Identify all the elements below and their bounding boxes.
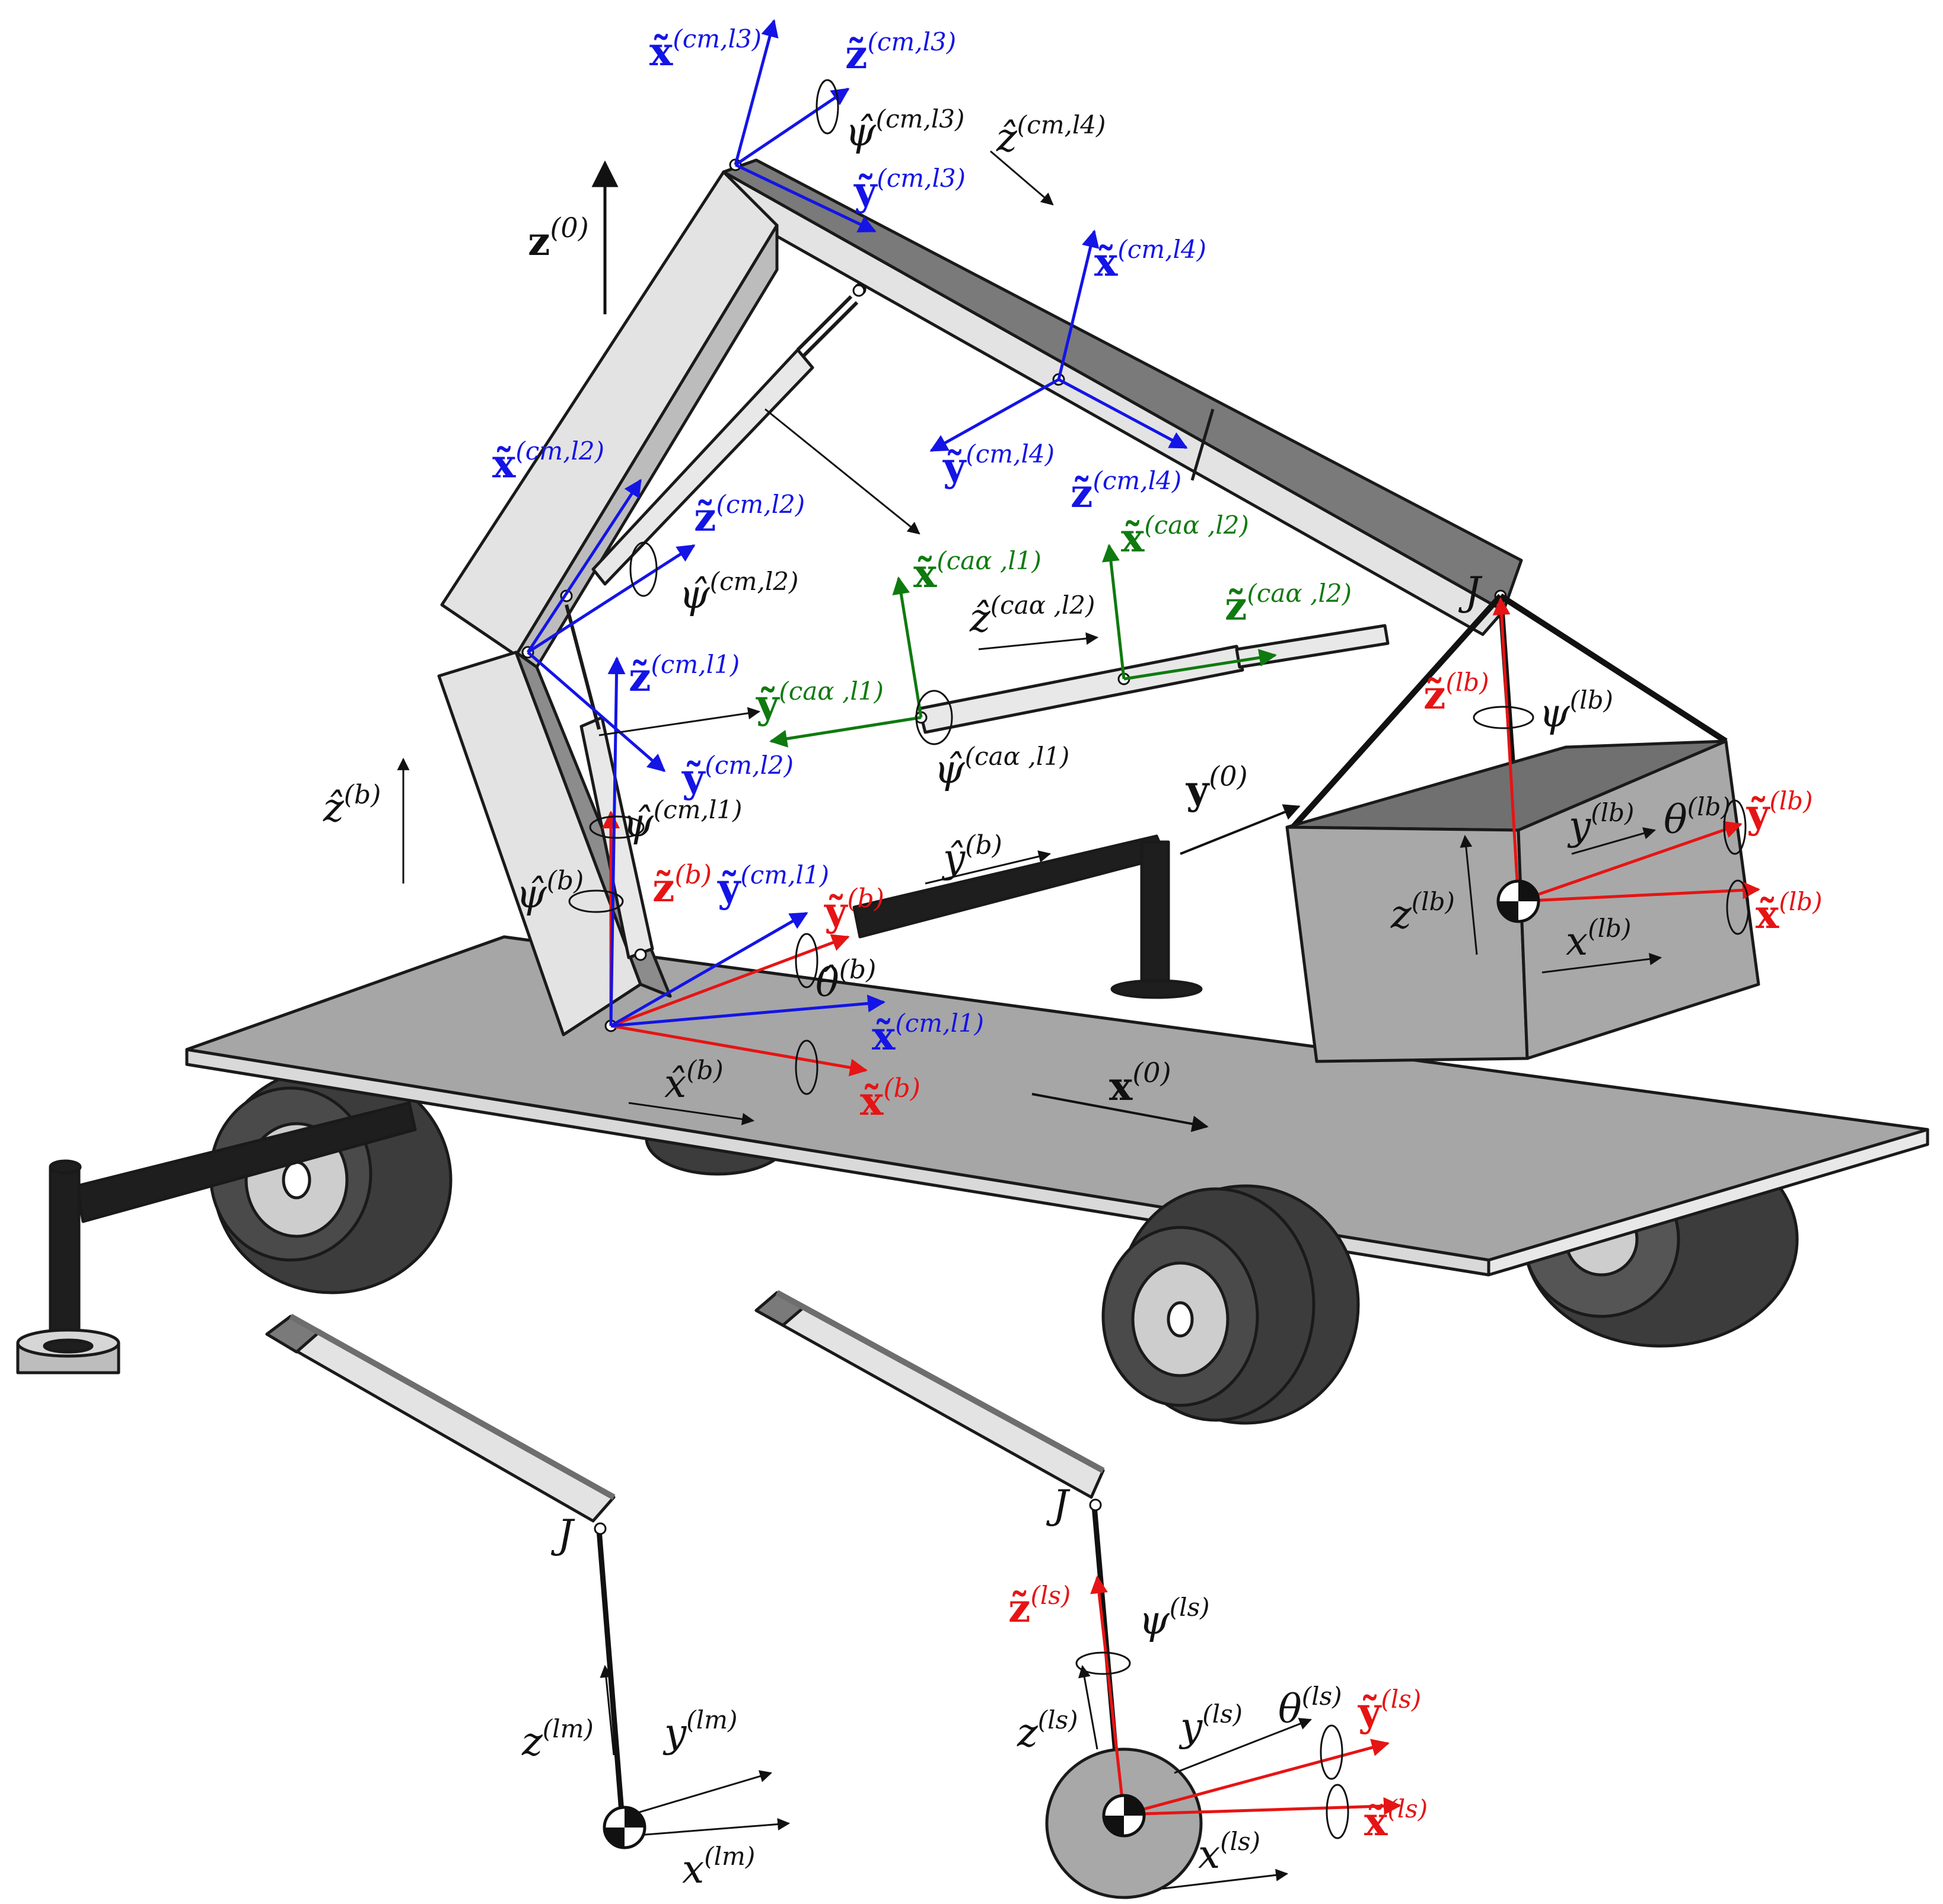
label-z-tilde-ls: z̃(ls) <box>1008 1581 1071 1631</box>
crane-actuator-l2 <box>591 283 867 586</box>
label-z-tilde-cm-l1: z̃(cm,l1) <box>629 650 740 700</box>
base-hat-axes <box>397 757 1052 1125</box>
label-y-tilde-cm-l2: ỹ(cm,l2) <box>681 751 794 801</box>
label-y-tilde-cm-l3: ỹ(cm,l3) <box>853 164 966 214</box>
label-y-hat-b: ŷ(b) <box>941 830 1002 881</box>
label-x-tilde-cm-l2: x̃(cm,l2) <box>492 436 604 487</box>
label-z0: z(0) <box>528 212 589 264</box>
label-psi-hat-cm-l1: ψ̂(cm,l1) <box>623 795 742 846</box>
crane-l1-axes <box>607 656 886 1028</box>
tow-bar <box>16 1101 417 1374</box>
label-x-tilde-lb: x̃(lb) <box>1756 887 1822 937</box>
label-z-hat-cm-l4: ẑ(cm,l4) <box>996 110 1106 161</box>
label-x0: x(0) <box>1109 1057 1171 1109</box>
label-psi-ls: ψ(ls) <box>1139 1593 1210 1643</box>
inertial-axes <box>591 160 1301 1133</box>
label-z-ls: z(ls) <box>1017 1705 1078 1756</box>
label-psi-hat-cm-l2: ψ̂(cm,l2) <box>679 567 798 617</box>
label-psi-hat-b: ψ̂(b) <box>516 866 584 917</box>
label-y-tilde-ls: ỹ(ls) <box>1358 1685 1421 1735</box>
label-z-tilde-cm-l4: z̃(cm,l4) <box>1071 466 1181 516</box>
label-psi-hat-ca-l1: ψ̂(caα ,l1) <box>934 742 1069 792</box>
label-y-lm: y(lm) <box>662 1705 737 1756</box>
label-psi-hat-cm-l3: ψ̂(cm,l3) <box>845 104 964 155</box>
crane-l3-axes <box>734 19 1054 233</box>
label-y0: y(0) <box>1186 760 1248 813</box>
label-x-lm: x(lm) <box>682 1842 755 1892</box>
crane-l2-axes <box>526 479 696 772</box>
label-x-tilde-ca-l2: x̃(caα ,l2) <box>1121 511 1249 561</box>
label-x-lb: x(lb) <box>1566 914 1631 964</box>
label-z-tilde-lb: z̃(lb) <box>1423 668 1489 718</box>
label-x-tilde-cm-l4: x̃(cm,l4) <box>1094 235 1206 285</box>
load-box <box>1285 593 1760 1063</box>
label-z-hat-b: ẑ(b) <box>323 780 381 831</box>
label-x-tilde-b: x̃(b) <box>860 1073 920 1124</box>
load-mass-axes <box>600 1664 791 1836</box>
label-theta-lb: θ(lb) <box>1664 792 1731 843</box>
actuator-frame-axes <box>598 544 1277 748</box>
label-z-tilde-b: z̃(b) <box>652 860 712 911</box>
crane-boom-l2 <box>440 170 779 669</box>
label-x-tilde-cm-l1: x̃(cm,l1) <box>872 1009 984 1059</box>
label-joint-lm: J <box>550 1511 575 1557</box>
label-y-tilde-cm-l4: ỹ(cm,l4) <box>942 439 1055 490</box>
label-x-tilde-ls: x̃(ls) <box>1364 1794 1428 1845</box>
label-joint-ls: J <box>1046 1482 1071 1527</box>
label-z-tilde-cm-l2: z̃(cm,l2) <box>694 490 805 540</box>
label-x-ls: x(ls) <box>1198 1827 1260 1877</box>
label-z-hat-ca-l2: ẑ(caα ,l2) <box>969 591 1095 641</box>
label-x-hat-b: x̂(b) <box>664 1055 724 1106</box>
label-y-tilde-lb: ỹ(lb) <box>1746 786 1813 837</box>
crane-actuator-horizontal <box>915 624 1390 734</box>
label-z-tilde-cm-l3: z̃(cm,l3) <box>845 27 956 78</box>
label-z-tilde-ca-l2: z̃(caα ,l2) <box>1225 579 1352 629</box>
label-theta-ls: θ(ls) <box>1278 1682 1342 1732</box>
label-y-tilde-cm-l1: ỹ(cm,l1) <box>717 860 829 911</box>
load-box-axes <box>1460 597 1760 974</box>
back-post <box>852 834 1203 999</box>
crane-l4-axes <box>765 229 1188 535</box>
label-z-lm: z(lm) <box>521 1714 594 1765</box>
label-y-tilde-b: ỹ(b) <box>824 884 884 935</box>
label-y-lb: y(lb) <box>1567 798 1634 849</box>
label-y-tilde-ca-l1: ỹ(caα ,l1) <box>756 677 884 727</box>
load-mass-boom <box>265 1313 626 1827</box>
label-x-tilde-cm-l3: x̃(cm,l3) <box>649 24 762 75</box>
label-y-ls: y(ls) <box>1178 1699 1243 1750</box>
label-x-tilde-ca-l1: x̃(caα ,l1) <box>913 546 1041 597</box>
crane-boom-l4 <box>722 158 1523 636</box>
label-psi-lb: ψ(lb) <box>1539 685 1613 736</box>
label-z-lb: z(lb) <box>1390 887 1455 937</box>
rotation-arrow-icon <box>568 79 1750 1839</box>
front-right-wheel <box>1101 1184 1360 1425</box>
label-theta-hat-b: θ̂(b) <box>816 955 876 1006</box>
load-sphere-axes <box>1078 1575 1401 1890</box>
center-of-mass-icon <box>603 879 1540 1849</box>
